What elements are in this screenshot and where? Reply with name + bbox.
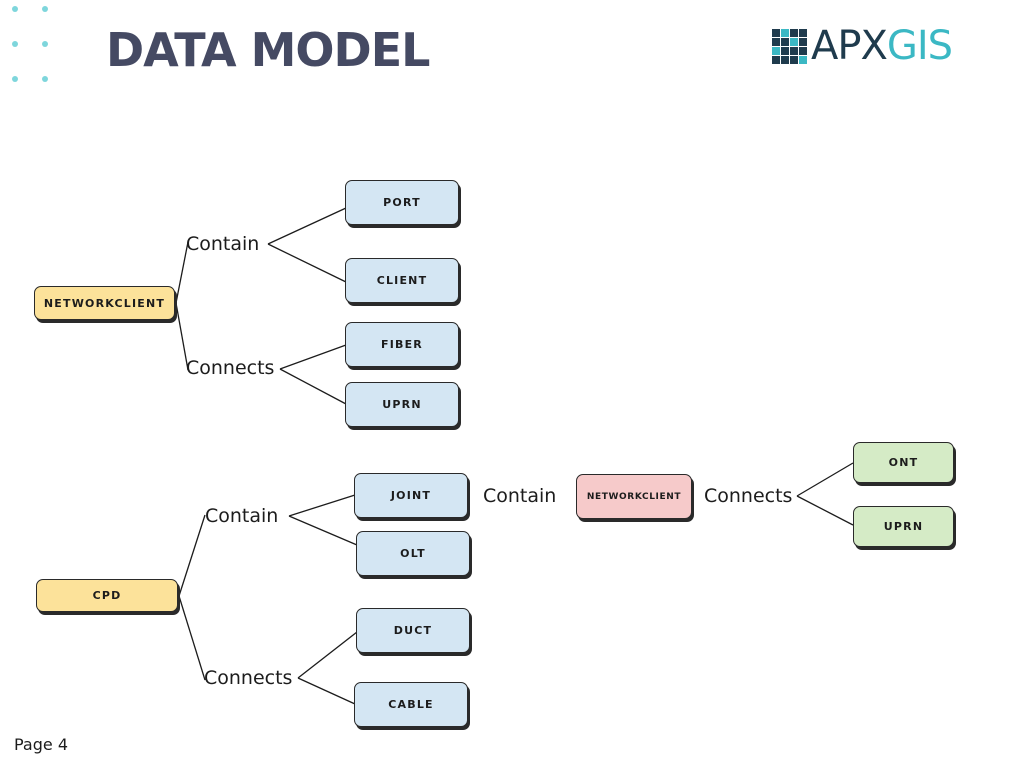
node-networkclient-sub: NETWORKCLIENT [576, 474, 692, 519]
node-uprn-green: UPRN [853, 506, 954, 547]
logo-text-apx: APX [811, 23, 888, 69]
connector-nc-contain [175, 241, 189, 304]
edge-label-contain: Contain [205, 505, 279, 527]
node-duct: DUCT [356, 608, 470, 653]
connector-connects-duct [297, 631, 358, 679]
node-uprn: UPRN [345, 382, 459, 427]
node-cable: CABLE [354, 682, 468, 727]
connector-contain-olt [288, 515, 358, 546]
edge-label-connects: Connects [204, 667, 293, 689]
logo-grid-icon [772, 28, 807, 64]
edge-label-connects: Connects [186, 357, 275, 379]
node-fiber: FIBER [345, 322, 459, 367]
node-ont: ONT [853, 442, 954, 483]
node-networkclient: NETWORKCLIENT [34, 286, 175, 320]
connector-connects-ont [796, 462, 854, 497]
node-olt: OLT [356, 531, 470, 576]
connector-connects-cable [297, 677, 356, 705]
edge-label-contain: Contain [483, 485, 557, 507]
connector-contain-port [267, 207, 347, 245]
edge-label-contain: Contain [186, 233, 260, 255]
connector-cpd-connects [178, 595, 206, 681]
connector-nc-connects [175, 302, 189, 371]
connector-connects-fiber [279, 344, 347, 370]
connector-contain-joint [288, 494, 356, 517]
node-joint: JOINT [354, 473, 468, 518]
connector-connects-uprn2 [796, 495, 854, 526]
connector-contain-client [267, 243, 347, 283]
edge-label-connects: Connects [704, 485, 793, 507]
page-title: DATA MODEL [106, 23, 430, 77]
connector-connects-uprn [279, 368, 347, 405]
logo-text-gis: GIS [886, 23, 953, 69]
connector-cpd-contain [178, 514, 206, 597]
node-port: PORT [345, 180, 459, 225]
page-number: Page 4 [14, 735, 68, 754]
node-cpd: CPD [36, 579, 178, 612]
node-client: CLIENT [345, 258, 459, 303]
decorative-dots [8, 4, 58, 88]
